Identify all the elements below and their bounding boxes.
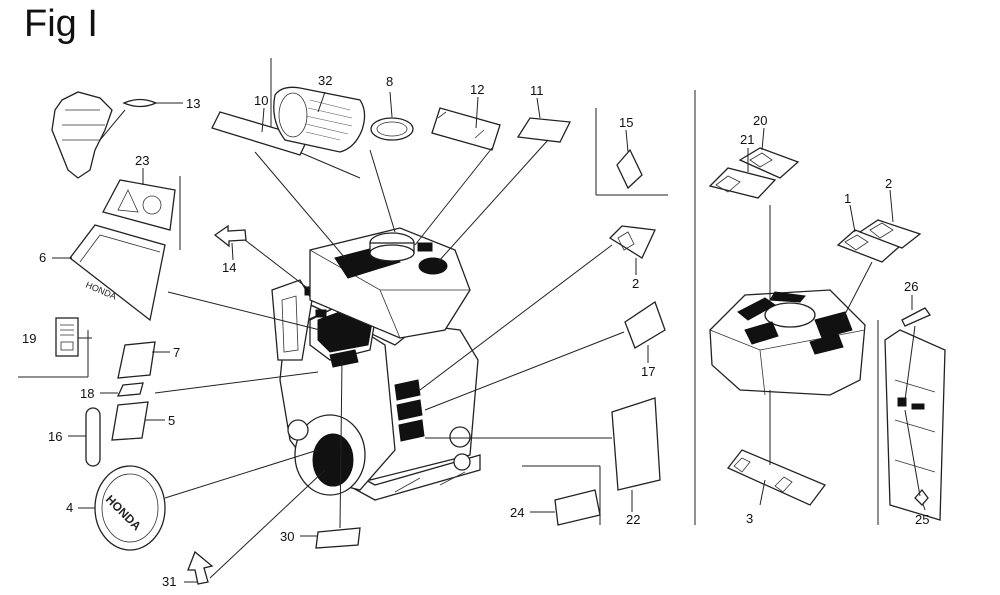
callout-13: 13 (186, 96, 200, 111)
callout-16: 16 (48, 429, 62, 444)
callout-14: 14 (222, 260, 236, 275)
callout-20: 20 (753, 113, 767, 128)
callout-31: 31 (162, 574, 176, 589)
callout-2-mid: 2 (632, 276, 639, 291)
leader-lines (52, 91, 926, 583)
callout-19: 19 (22, 331, 36, 346)
callout-15: 15 (619, 115, 633, 130)
callout-8: 8 (386, 74, 393, 89)
callout-26: 26 (904, 279, 918, 294)
callout-6: 6 (39, 250, 46, 265)
callout-24: 24 (510, 505, 524, 520)
callout-30: 30 (280, 529, 294, 544)
callout-5: 5 (168, 413, 175, 428)
divider-lines (18, 58, 879, 525)
callout-1: 1 (844, 191, 851, 206)
callout-2-right: 2 (885, 176, 892, 191)
callout-18: 18 (80, 386, 94, 401)
callout-4: 4 (66, 500, 73, 515)
callout-17: 17 (641, 364, 655, 379)
callout-32: 32 (318, 73, 332, 88)
callout-12: 12 (470, 82, 484, 97)
callout-7: 7 (173, 345, 180, 360)
right-tank-parts (708, 147, 946, 521)
top-decal-parts (211, 86, 666, 549)
callout-22: 22 (626, 512, 640, 527)
figure-title: Fig I (24, 3, 98, 45)
engine-assembly (271, 227, 481, 501)
left-decal-parts: HONDA HONDA (51, 91, 247, 585)
callout-21: 21 (740, 132, 754, 147)
recoil-starter-decal (312, 433, 354, 487)
callout-25: 25 (915, 512, 929, 527)
callout-23: 23 (135, 153, 149, 168)
callout-10: 10 (254, 93, 268, 108)
callout-11: 11 (530, 83, 544, 98)
callout-3: 3 (746, 511, 753, 526)
callout-labels: 32 8 12 11 15 10 13 23 6 14 2 19 7 18 5 … (22, 73, 929, 589)
cylinder-labels (394, 379, 425, 442)
